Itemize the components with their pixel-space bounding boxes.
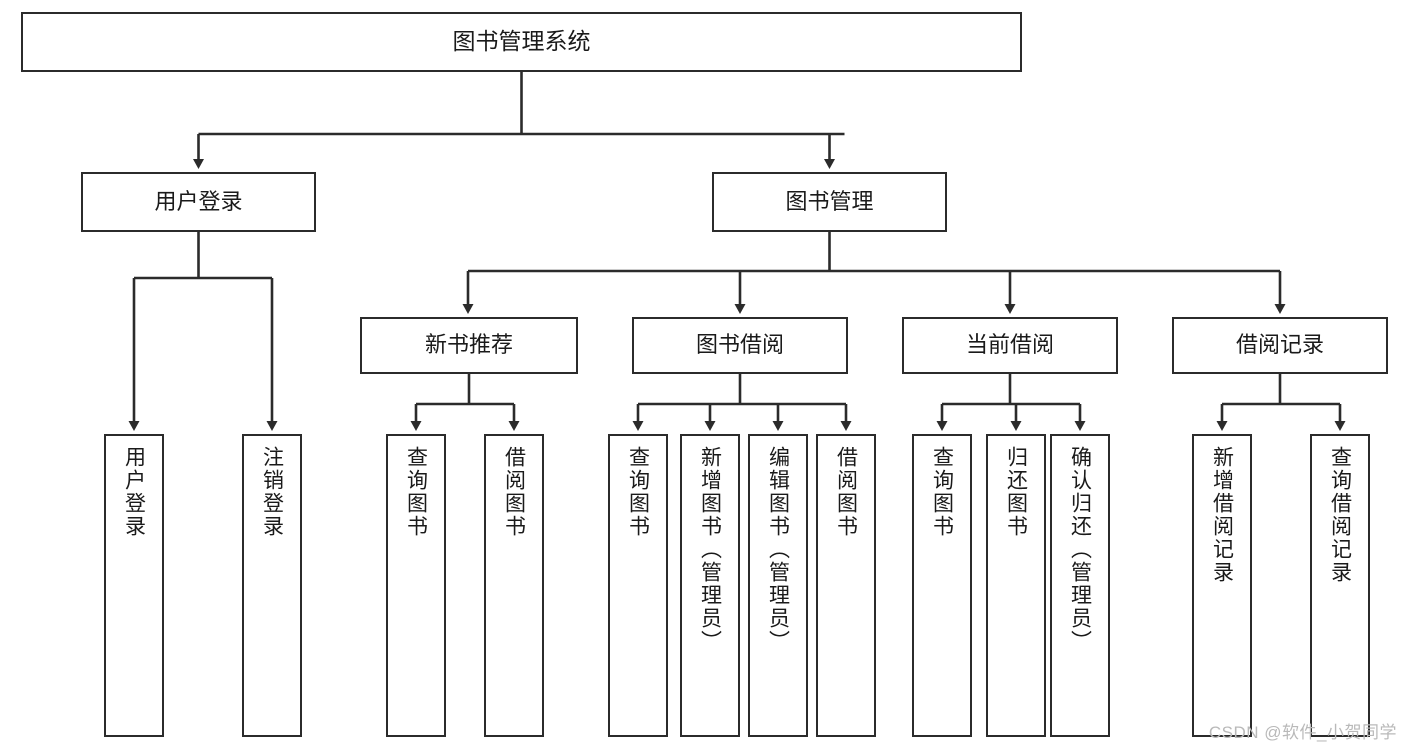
node-leaf-borrow-book-recommend[interactable]: 借阅图书 (484, 434, 544, 737)
node-book-management-label: 图书管理 (785, 188, 874, 214)
node-leaf-query-borrow-record-label: 查询借阅记录 (1328, 446, 1352, 584)
node-current-borrow-label: 当前借阅 (965, 332, 1054, 358)
node-book-borrow[interactable]: 图书借阅 (632, 317, 848, 374)
node-leaf-return-book[interactable]: 归还图书 (986, 434, 1046, 737)
node-leaf-query-book-current[interactable]: 查询图书 (912, 434, 972, 737)
node-leaf-user-login[interactable]: 用户登录 (104, 434, 164, 737)
node-leaf-query-book-recommend-label: 查询图书 (404, 446, 428, 538)
node-leaf-user-logout[interactable]: 注销登录 (242, 434, 302, 737)
node-leaf-return-book-label: 归还图书 (1004, 446, 1028, 538)
node-user-login-label: 用户登录 (154, 188, 243, 214)
node-leaf-borrow-book[interactable]: 借阅图书 (816, 434, 876, 737)
node-leaf-query-book-current-label: 查询图书 (930, 446, 954, 538)
node-leaf-edit-book[interactable]: 编辑图书（管理员） (748, 434, 808, 737)
node-leaf-borrow-book-recommend-label: 借阅图书 (502, 446, 526, 538)
node-user-login[interactable]: 用户登录 (81, 172, 316, 232)
node-leaf-user-login-label: 用户登录 (122, 446, 146, 538)
node-leaf-add-borrow-record-label: 新增借阅记录 (1210, 446, 1234, 584)
node-leaf-edit-book-label: 编辑图书（管理员） (766, 446, 790, 653)
node-leaf-add-book[interactable]: 新增图书（管理员） (680, 434, 740, 737)
node-leaf-confirm-return-label: 确认归还（管理员） (1068, 446, 1092, 653)
node-root[interactable]: 图书管理系统 (21, 12, 1022, 72)
node-new-book-recommend-label: 新书推荐 (424, 332, 513, 358)
node-leaf-user-logout-label: 注销登录 (260, 446, 284, 538)
node-leaf-query-borrow-record[interactable]: 查询借阅记录 (1310, 434, 1370, 737)
node-leaf-add-borrow-record[interactable]: 新增借阅记录 (1192, 434, 1252, 737)
node-leaf-query-book-recommend[interactable]: 查询图书 (386, 434, 446, 737)
node-leaf-borrow-book-label: 借阅图书 (834, 446, 858, 538)
node-borrow-record[interactable]: 借阅记录 (1172, 317, 1388, 374)
node-leaf-confirm-return[interactable]: 确认归还（管理员） (1050, 434, 1110, 737)
node-book-management[interactable]: 图书管理 (712, 172, 947, 232)
node-leaf-query-book-borrow[interactable]: 查询图书 (608, 434, 668, 737)
node-book-borrow-label: 图书借阅 (695, 332, 784, 358)
watermark: CSDN @软件_小贺同学 (1208, 723, 1397, 742)
node-leaf-add-book-label: 新增图书（管理员） (698, 446, 722, 653)
node-borrow-record-label: 借阅记录 (1235, 332, 1324, 358)
node-root-label: 图书管理系统 (452, 28, 591, 55)
node-current-borrow[interactable]: 当前借阅 (902, 317, 1118, 374)
node-leaf-query-book-borrow-label: 查询图书 (626, 446, 650, 538)
node-new-book-recommend[interactable]: 新书推荐 (360, 317, 578, 374)
